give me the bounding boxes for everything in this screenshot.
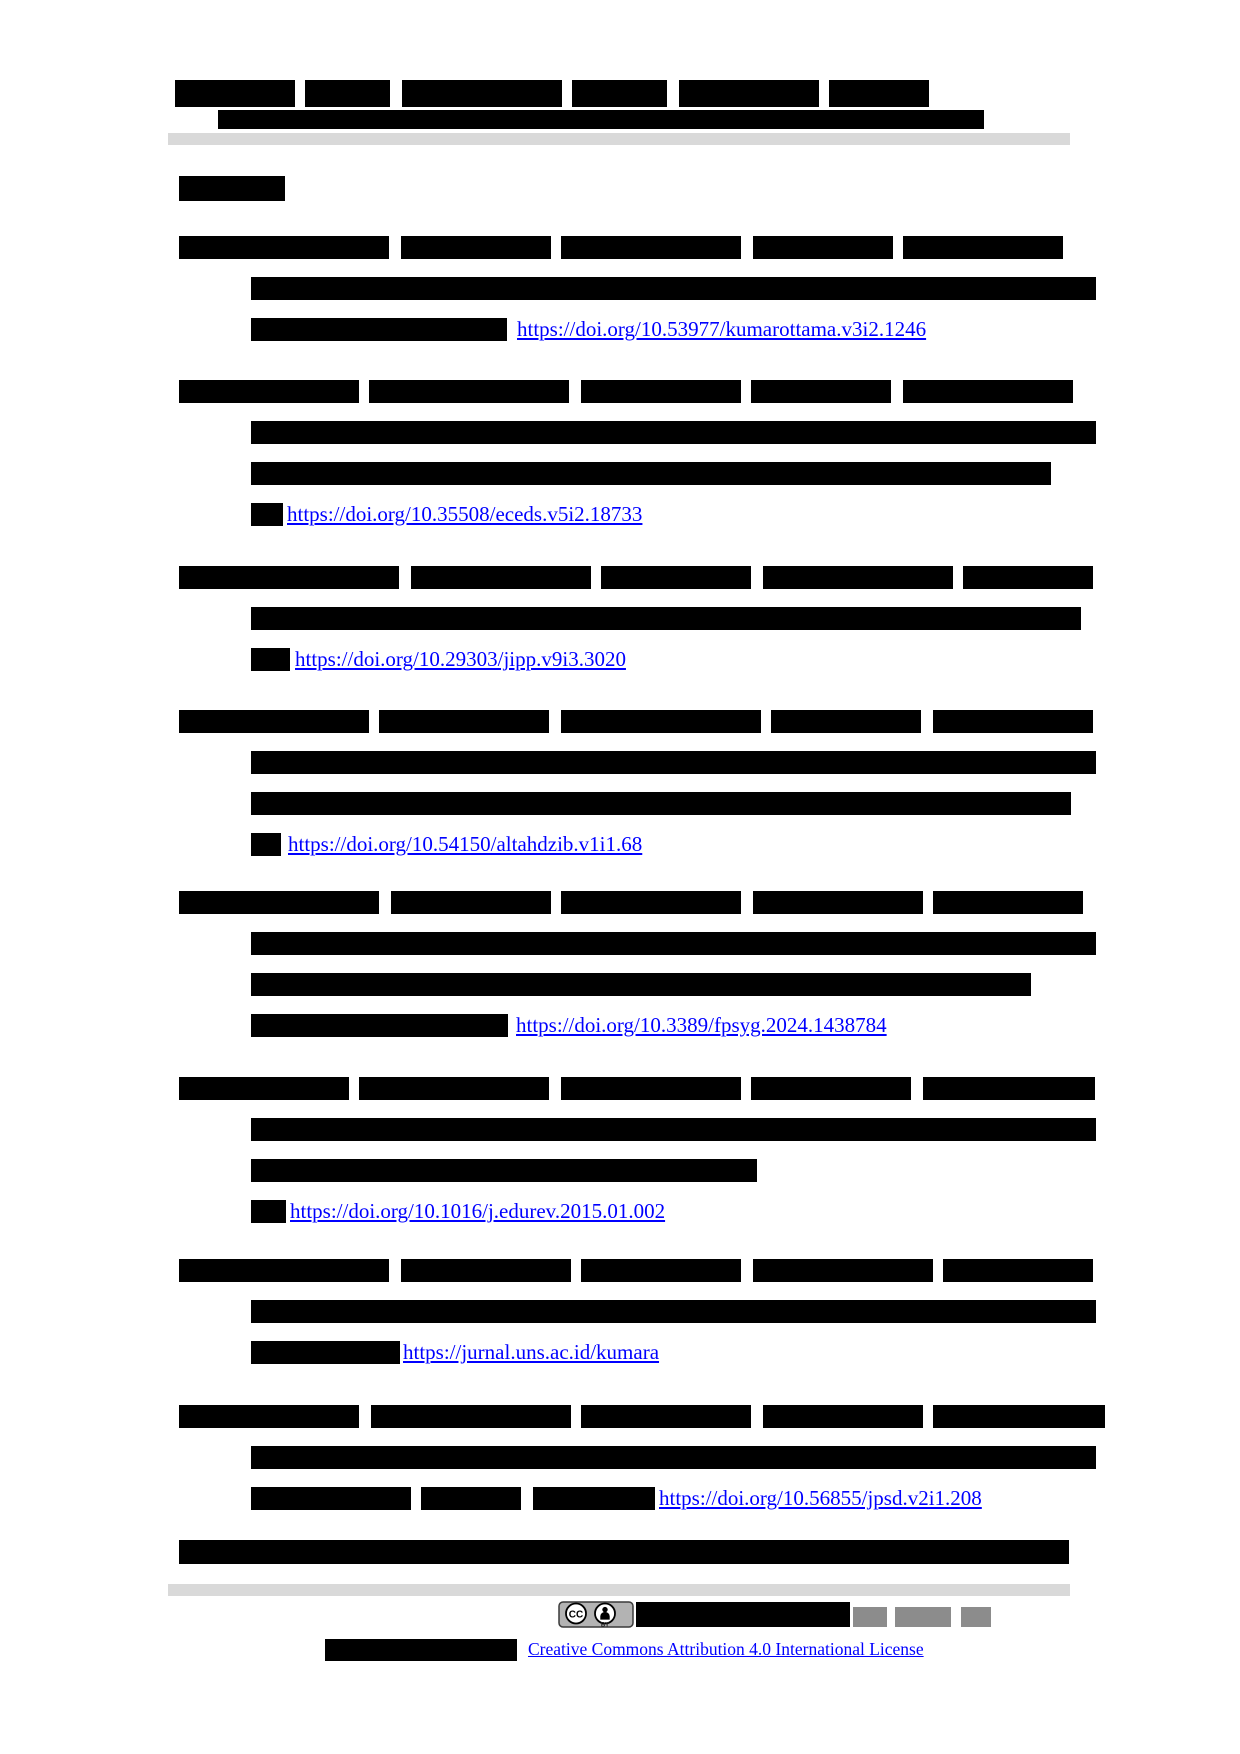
footer-gray-bar [895,1607,951,1627]
reference-line-bar [251,792,1071,815]
reference-line-bar [751,1077,911,1100]
reference-line-bar [561,710,761,733]
reference-line-bar [251,421,1096,444]
reference-line-bar [411,566,591,589]
reference-line-bar [251,973,1031,996]
svg-text:CC: CC [569,1610,583,1621]
reference-line-bar [751,380,891,403]
reference-line-bar [251,1014,508,1037]
reference-line-bar [561,891,741,914]
reference-line-bar [771,710,921,733]
reference-line-bar [369,380,569,403]
footer-gray-bar [853,1607,887,1627]
doi-link-4[interactable]: https://doi.org/10.54150/altahdzib.v1i1.… [288,832,643,856]
reference-line-bar [753,1259,933,1282]
header-title-redacted-bar [679,80,819,107]
reference-line-bar [179,1405,359,1428]
header-title-redacted-bar [218,110,984,129]
reference-line-bar [251,503,283,526]
reference-line-bar [581,1259,741,1282]
footer-redacted-bar [325,1639,517,1661]
reference-line-bar [179,891,379,914]
reference-line-bar [251,751,1096,774]
header-title-redacted-bar [572,80,667,107]
reference-line-bar [401,1259,571,1282]
doi-link-1[interactable]: https://doi.org/10.53977/kumarottama.v3i… [517,317,927,341]
reference-line-bar [401,236,551,259]
reference-line-bar [379,710,549,733]
by-label: BY [601,1623,609,1628]
reference-line-bar [963,566,1093,589]
cc-license-link[interactable]: Creative Commons Attribution 4.0 Interna… [528,1639,924,1659]
reference-line-bar [753,236,893,259]
reference-line-bar [179,1077,349,1100]
doi-link-5[interactable]: https://doi.org/10.3389/fpsyg.2024.14387… [516,1013,887,1037]
reference-line-bar [179,566,399,589]
footer-redacted-bar [636,1602,850,1627]
top-rule [168,133,1070,145]
doi-link-6[interactable]: https://doi.org/10.1016/j.edurev.2015.01… [290,1199,666,1223]
reference-line-bar [561,236,741,259]
reference-line-bar [179,1259,389,1282]
reference-line-bar [561,1077,741,1100]
doi-link-8[interactable]: https://doi.org/10.56855/jpsd.v2i1.208 [659,1486,982,1510]
reference-line-bar [903,236,1063,259]
reference-line-bar [421,1487,521,1510]
reference-line-bar [763,566,953,589]
doi-link-2[interactable]: https://doi.org/10.35508/eceds.v5i2.1873… [287,502,643,526]
footer-gray-bar [961,1607,991,1627]
reference-line-bar [251,1341,400,1364]
reference-line-bar [251,1300,1096,1323]
reference-line-bar [251,1159,757,1182]
cc-icon: CC [565,1602,587,1625]
person-icon [594,1602,616,1625]
header-title-redacted-bar [829,80,929,107]
reference-line-bar [933,891,1083,914]
reference-line-bar [763,1405,923,1428]
reference-line-bar [943,1259,1093,1282]
reference-line-bar [533,1487,655,1510]
reference-line-bar [933,1405,1105,1428]
reference-line-bar [359,1077,549,1100]
reference-line-bar [251,462,1051,485]
reference-line-bar [179,1540,1069,1564]
reference-line-bar [251,277,1096,300]
reference-line-bar [391,891,551,914]
references-heading-bar [179,176,285,201]
reference-line-bar [581,1405,751,1428]
reference-line-bar [251,932,1096,955]
doi-link-7[interactable]: https://jurnal.uns.ac.id/kumara [403,1340,660,1364]
header-title-redacted-bar [175,80,295,107]
reference-line-bar [753,891,923,914]
reference-line-bar [923,1077,1095,1100]
bottom-rule [168,1584,1070,1596]
reference-line-bar [179,380,359,403]
doi-link-3[interactable]: https://doi.org/10.29303/jipp.v9i3.3020 [295,647,626,671]
reference-line-bar [371,1405,571,1428]
reference-line-bar [251,1118,1096,1141]
reference-line-bar [903,380,1073,403]
reference-line-bar [251,1446,1096,1469]
reference-line-bar [581,380,741,403]
reference-line-bar [933,710,1093,733]
reference-line-bar [251,1200,286,1223]
header-title-redacted-bar [305,80,390,107]
header-title-redacted-bar [402,80,562,107]
reference-line-bar [179,710,369,733]
reference-line-bar [251,607,1081,630]
reference-line-bar [251,318,507,341]
cc-by-badge[interactable]: CC BY [558,1601,634,1628]
reference-line-bar [251,648,290,671]
reference-line-bar [251,1487,411,1510]
reference-line-bar [179,236,389,259]
reference-line-bar [601,566,751,589]
reference-line-bar [251,833,281,856]
